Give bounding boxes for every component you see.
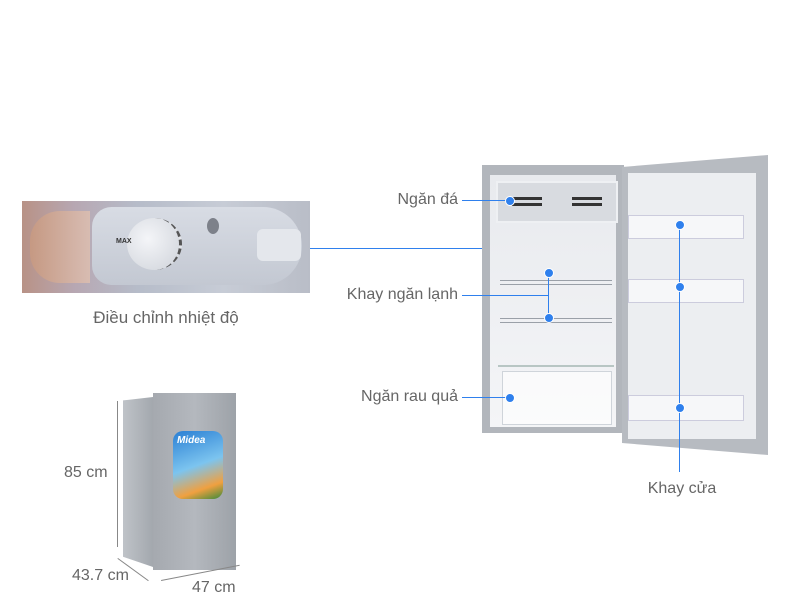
shelf-leader-line [462,295,548,296]
door-tray-dot [675,282,685,292]
shelf-connector [548,272,549,318]
crisper-drawer [502,371,612,425]
freezer-vent [512,197,542,200]
label-crisper: Ngăn rau quả [361,388,458,405]
label-door-tray: Khay cửa [647,480,717,497]
wire-shelf [500,280,612,285]
freezer-dot [505,196,515,206]
thermostat-photo: MAX [22,201,310,293]
dimension-height: 85 cm [64,464,108,481]
brand-logo: Midea [177,435,206,446]
dimension-width: 47 cm [192,579,236,596]
knob-icon [207,218,219,234]
door-tray-leader-line [679,224,680,472]
shelf-dot [544,313,554,323]
height-dimension-line [117,401,118,547]
door-tray [628,215,744,239]
freezer-compartment [496,181,618,223]
wire-shelf [500,318,612,323]
lamp-box [257,229,301,261]
thermostat-dial [127,218,182,270]
fridge-door [622,155,768,455]
label-freezer: Ngăn đá [397,191,459,208]
freezer-vent [572,197,602,200]
door-tray-dot [675,220,685,230]
brand-sticker: Midea [173,431,223,499]
shelf-dot [544,268,554,278]
thermostat-caption: Điều chỉnh nhiệt độ [93,308,239,327]
freezer-leader-line [462,200,510,201]
glass-shelf [498,365,614,367]
light-cover [30,211,90,283]
fridge-front: Midea [153,393,236,570]
door-tray [628,279,744,303]
door-tray-dot [675,403,685,413]
door-tray [628,395,744,421]
thermostat-leader-line [310,248,605,249]
fridge-cabinet [482,165,624,433]
crisper-dot [505,393,515,403]
crisper-leader-line [462,397,510,398]
fridge-side [123,397,153,567]
dial-mark: MAX [116,238,132,245]
label-shelf: Khay ngăn lạnh [346,286,458,303]
fridge-interior [490,175,618,427]
dimension-depth: 43.7 cm [72,567,129,584]
